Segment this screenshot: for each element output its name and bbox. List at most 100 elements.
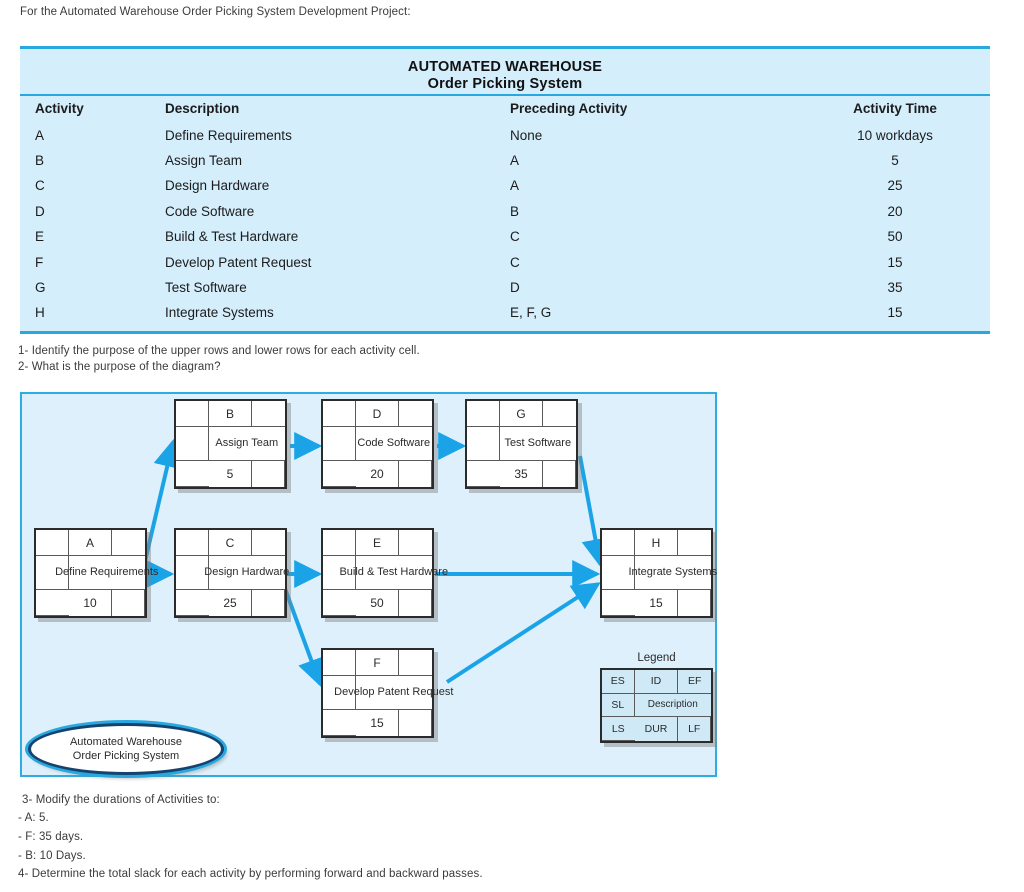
node-e-dur: 50: [356, 589, 400, 616]
header-preceding: Preceding Activity: [510, 100, 628, 116]
arrow-g-to-h: [578, 455, 610, 568]
node-c-ef: [252, 530, 285, 557]
node-a-sl: [36, 556, 69, 590]
legend-sl: SL: [602, 693, 635, 718]
project-oval-line2: Order Picking System: [72, 750, 180, 762]
node-b-dur: 5: [209, 460, 253, 487]
node-f-id: F: [355, 650, 400, 677]
node-b-description: Assign Team: [208, 427, 285, 461]
legend-title: Legend: [637, 652, 676, 664]
node-h-dur: 15: [635, 589, 679, 616]
cell-description: Build & Test Hardware: [165, 229, 299, 245]
table-title-line1: AUTOMATED WAREHOUSE: [407, 59, 603, 75]
node-a[interactable]: A Define Requirements 10: [34, 528, 158, 618]
table-title-rule: [20, 94, 990, 96]
node-e[interactable]: E Build & Test Hardware 50: [321, 528, 448, 618]
node-f-description: Develop Patent Request: [334, 676, 453, 710]
node-h-description: Integrate Systems: [628, 556, 717, 590]
legend-ls: LS: [602, 717, 635, 741]
table-row: F Develop Patent Request C 15: [20, 249, 990, 274]
cell-description: Integrate Systems: [165, 305, 274, 321]
node-b-sl: [176, 427, 209, 461]
arrow-a-to-b: [140, 438, 181, 575]
diagram-arrows-layer: [138, 432, 610, 688]
project-oval-text: Automated Warehouse Order Picking System: [70, 735, 182, 763]
arrow-c-to-f: [282, 585, 325, 688]
cell-description: Test Software: [165, 279, 247, 295]
node-d-ls: [323, 461, 356, 487]
node-h-lf: [678, 589, 711, 616]
node-c-lf: [252, 589, 285, 616]
cell-preceding: C: [510, 229, 520, 245]
cell-time: 15: [887, 254, 903, 270]
header-activity: Activity: [35, 100, 84, 116]
node-d-ef: [399, 401, 432, 428]
node-e-sl: [323, 556, 356, 590]
cell-activity: C: [35, 178, 45, 194]
node-e-ls: [323, 590, 356, 616]
legend-grid: ES ID EF SL Description LS DUR LF: [600, 668, 713, 743]
node-g-es: [467, 401, 500, 428]
legend-ef: EF: [678, 670, 711, 694]
activity-table: Activity Description Preceding Activity …: [20, 97, 990, 326]
cell-preceding: A: [510, 178, 520, 194]
node-f[interactable]: F Develop Patent Request 15: [321, 648, 453, 738]
table-title-line2: Order Picking System: [427, 76, 583, 92]
node-g[interactable]: G Test Software 35: [465, 399, 578, 489]
question-3: 3- Modify the durations of Activities to…: [22, 794, 220, 806]
legend-description: Description: [634, 694, 711, 718]
node-f-es: [323, 650, 356, 677]
project-oval-line1: Automated Warehouse: [69, 736, 183, 748]
node-f-sl: [323, 676, 356, 710]
cell-preceding: B: [510, 203, 520, 219]
cell-preceding: None: [510, 127, 543, 143]
legend-es: ES: [602, 670, 635, 694]
node-h-sl: [602, 556, 635, 590]
cell-description: Design Hardware: [165, 178, 270, 194]
question-3a: - A: 5.: [18, 812, 49, 824]
cell-activity: E: [35, 229, 45, 245]
node-a-ef: [112, 530, 145, 557]
node-g-lf: [543, 460, 576, 487]
node-c-ls: [176, 590, 209, 616]
node-a-es: [36, 530, 69, 557]
cell-time: 15: [887, 305, 903, 321]
cell-activity: F: [35, 254, 44, 270]
question-3c: - B: 10 Days.: [18, 850, 86, 862]
cell-activity: B: [35, 152, 45, 168]
cell-preceding: C: [510, 254, 520, 270]
cell-description: Define Requirements: [165, 127, 292, 143]
node-b-ef: [252, 401, 285, 428]
cell-preceding: D: [510, 279, 520, 295]
node-g-ef: [543, 401, 576, 428]
node-d-description: Code Software: [355, 427, 432, 461]
cell-time: 20: [887, 203, 903, 219]
header-description: Description: [165, 100, 240, 116]
node-c[interactable]: C Design Hardware 25: [174, 528, 289, 618]
cell-description: Assign Team: [165, 152, 243, 168]
cell-time: 10 workdays: [857, 127, 933, 143]
node-d-dur: 20: [356, 460, 400, 487]
cell-description: Code Software: [165, 203, 255, 219]
node-h[interactable]: H Integrate Systems 15: [600, 528, 717, 618]
node-a-ls: [36, 590, 69, 616]
cell-time: 50: [887, 229, 903, 245]
node-d[interactable]: D Code Software 20: [321, 399, 434, 489]
cell-time: 5: [891, 152, 899, 168]
node-h-es: [602, 530, 635, 557]
node-f-ls: [323, 710, 356, 736]
cell-description: Develop Patent Request: [165, 254, 312, 270]
node-b-es: [176, 401, 209, 428]
node-e-id: E: [355, 530, 400, 557]
cell-activity: H: [35, 305, 45, 321]
node-a-lf: [112, 589, 145, 616]
node-c-id: C: [208, 530, 253, 557]
node-b[interactable]: B Assign Team 5: [174, 399, 287, 489]
arrow-f-to-h: [445, 582, 601, 684]
table-row: E Build & Test Hardware C 50: [20, 224, 990, 249]
cell-activity: D: [35, 203, 45, 219]
question-3b: - F: 35 days.: [18, 831, 84, 843]
